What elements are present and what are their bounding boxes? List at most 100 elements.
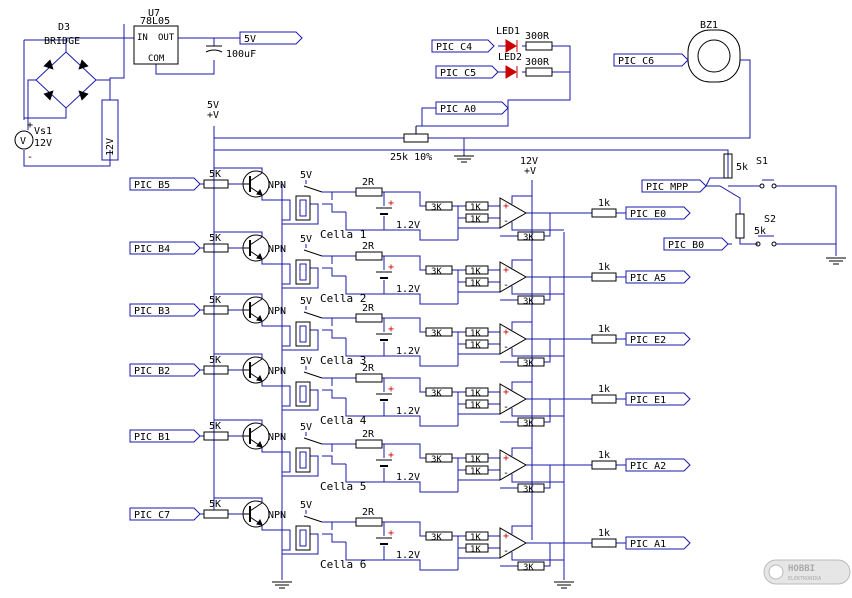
transistor-type: NPN xyxy=(268,432,286,443)
svg-text:+: + xyxy=(388,384,394,395)
regulator-pin-out: OUT xyxy=(158,33,175,43)
svg-text:-: - xyxy=(503,468,509,479)
power-supply-wiring xyxy=(23,24,240,167)
resistor-2r xyxy=(355,517,383,527)
relay-coil xyxy=(295,381,311,407)
resistor-1k-b xyxy=(465,339,489,349)
svg-text:HOBBI: HOBBI xyxy=(788,564,815,574)
pot-value: 25k 10% xyxy=(390,152,432,163)
relay-switch-contact xyxy=(303,371,323,379)
resistor-1k-a-value: 1K xyxy=(470,455,481,465)
resistor-2r-value: 2R xyxy=(362,303,375,314)
port-flag-out-4-label: PIC E1 xyxy=(630,395,666,406)
base-resistor xyxy=(203,243,229,253)
port-flag-in-2-label: PIC B4 xyxy=(134,244,170,255)
resistor-1k-b-value: 1K xyxy=(470,215,481,225)
regulator-pin-in: IN xyxy=(137,33,148,43)
resistor-2r xyxy=(355,187,383,197)
port-flag-in-1-label: PIC B5 xyxy=(134,180,170,191)
resistor-1k-b xyxy=(465,543,489,553)
svg-text:+: + xyxy=(503,265,509,276)
svg-text:-: - xyxy=(503,342,509,353)
relay-supply: 5V xyxy=(300,356,312,367)
relay-switch-contact xyxy=(303,515,323,523)
npn-transistor-icon xyxy=(242,422,270,450)
resistor-2r xyxy=(355,439,383,449)
port-flag-out-1-label: PIC E0 xyxy=(630,209,666,220)
svg-text:-: - xyxy=(503,546,509,557)
port-flag-in-6: PIC C7 xyxy=(129,507,201,521)
battery-voltage: 1.2V xyxy=(396,284,420,295)
output-resistor-1k xyxy=(591,208,617,218)
opamp-icon xyxy=(499,197,528,229)
transistor-type: NPN xyxy=(268,180,286,191)
feedback-resistor-3k xyxy=(517,295,545,305)
svg-text:+: + xyxy=(503,531,509,542)
rail-12v-label: 12V xyxy=(105,138,116,156)
resistor-1k-b-value: 1K xyxy=(470,401,481,411)
regulator-pin-com: COM xyxy=(148,54,165,64)
led2-resistor-value: 300R xyxy=(525,57,550,68)
base-resistor xyxy=(203,365,229,375)
relay-coil xyxy=(295,447,311,473)
resistor-3k-value: 3K xyxy=(431,203,442,213)
switch-resistor-5k-1 xyxy=(723,153,733,179)
svg-text:-: - xyxy=(503,280,509,291)
port-flag-in-4-label: PIC B2 xyxy=(134,366,170,377)
resistor-3k-value: 3K xyxy=(431,455,442,465)
relay-supply: 5V xyxy=(300,296,312,307)
battery-voltage: 1.2V xyxy=(396,472,420,483)
port-flag-pic-mpp-label: PIC MPP xyxy=(646,182,688,193)
relay-supply: 5V xyxy=(300,422,312,433)
resistor-1k-a xyxy=(465,531,489,541)
output-resistor-1k xyxy=(591,394,617,404)
port-flag-pic-c4: PIC C4 xyxy=(431,39,495,53)
port-flag-out-1: PIC E0 xyxy=(625,206,691,220)
s2-ref: S2 xyxy=(764,214,776,225)
base-resistor-value: 5K xyxy=(209,169,221,180)
cell-name: Cella 2 xyxy=(320,292,366,305)
port-flag-in-5: PIC B1 xyxy=(129,429,201,443)
capacitor-value: 100uF xyxy=(226,49,256,60)
base-resistor-value: 5K xyxy=(209,499,221,510)
voltage-source-icon xyxy=(14,130,34,150)
transistor-type: NPN xyxy=(268,244,286,255)
led1-resistor-value: 300R xyxy=(525,31,550,42)
opamp-icon xyxy=(499,449,528,481)
resistor-1k-a-value: 1K xyxy=(470,203,481,213)
bridge-type: BRIDGE xyxy=(44,36,80,47)
relay-coil xyxy=(295,195,311,221)
resistor-1k-b-value: 1K xyxy=(470,341,481,351)
resistor-1k-b-value: 1K xyxy=(470,545,481,555)
port-flag-pic-b0-label: PIC B0 xyxy=(668,240,704,251)
resistor-1k-b xyxy=(465,213,489,223)
opamp-supply-symbol: +V xyxy=(524,166,536,177)
resistor-1k-b-value: 1K xyxy=(470,279,481,289)
resistor-3k xyxy=(425,265,453,275)
regulator-ref: U7 xyxy=(148,8,160,19)
resistor-1k-b-value: 1K xyxy=(470,467,481,477)
svg-text:ELEKTRONIKA: ELEKTRONIKA xyxy=(788,576,821,582)
opamp-icon xyxy=(499,323,528,355)
base-resistor-value: 5K xyxy=(209,355,221,366)
port-flag-out-5: PIC A2 xyxy=(625,458,691,472)
relay-switch-contact xyxy=(303,249,323,257)
resistor-300r-1 xyxy=(525,41,553,51)
relay-supply: 5V xyxy=(300,500,312,511)
npn-transistor-icon xyxy=(242,170,270,198)
led1-ref: LED1 xyxy=(496,26,520,37)
port-flag-in-6-label: PIC C7 xyxy=(134,510,170,521)
source-ref: Vs1 xyxy=(34,126,52,137)
feedback-resistor-value: 3K xyxy=(523,419,534,429)
resistor-3k xyxy=(425,531,453,541)
svg-text:+: + xyxy=(388,198,394,209)
cell-name: Cella 4 xyxy=(320,414,367,427)
port-flag-in-3-label: PIC B3 xyxy=(134,306,170,317)
transistor-type: NPN xyxy=(268,510,286,521)
svg-text:+: + xyxy=(388,262,394,273)
output-resistor-value: 1k xyxy=(598,198,610,209)
feedback-resistor-value: 3K xyxy=(523,485,534,495)
resistor-1k-b xyxy=(465,399,489,409)
resistor-1k-b xyxy=(465,277,489,287)
output-resistor-value: 1k xyxy=(598,528,610,539)
